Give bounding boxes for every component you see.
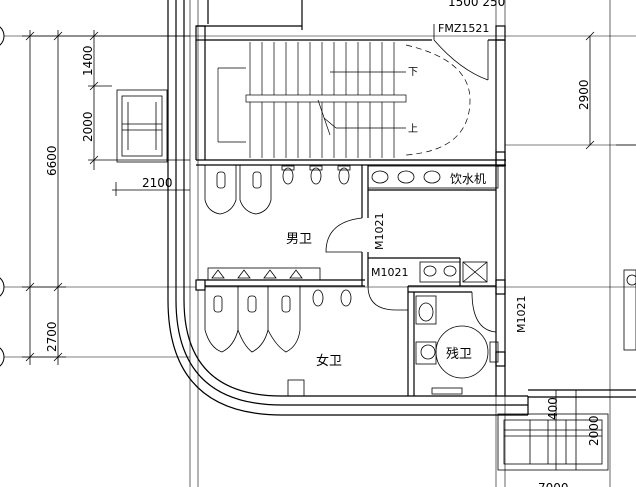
label-stair-up: 上 <box>408 123 418 135</box>
right-edge-details <box>497 31 636 471</box>
accessible-fixtures <box>415 291 499 395</box>
dim-2100: 2100 <box>142 176 173 190</box>
dim-6600: 6600 <box>45 145 59 176</box>
axis-circle-2 <box>0 277 5 297</box>
dim-1400: 1400 <box>81 45 95 76</box>
dim-top-partial: 1500 250 <box>448 0 505 9</box>
label-accessible-room: 残卫 <box>446 347 472 362</box>
door-labels: FMZ1521 M1021 M1021 M1021 <box>371 22 528 333</box>
room-labels: 男卫 女卫 残卫 饮水机 <box>286 172 486 369</box>
grid-axis-markers <box>0 26 5 367</box>
label-m1021-accessible: M1021 <box>515 296 528 334</box>
dim-2900: 2900 <box>577 79 591 110</box>
label-fmz1521: FMZ1521 <box>438 22 489 35</box>
stair-labels: 下 上 <box>408 67 418 135</box>
label-m1021-mens: M1021 <box>373 213 386 251</box>
label-stair-down: 下 <box>408 67 418 78</box>
dim-2000-left: 2000 <box>81 111 95 142</box>
dim-2000-bottom: 2000 <box>587 415 601 446</box>
mens-fixtures <box>204 165 499 283</box>
dim-bottom-partial: 7000 <box>538 481 569 487</box>
building-walls <box>167 0 636 416</box>
dim-400: 400 <box>546 397 560 420</box>
axis-circle-3 <box>0 347 5 367</box>
label-mens-room: 男卫 <box>286 232 312 247</box>
dimension-labels: 1400 2000 6600 2100 2700 2900 400 2000 1… <box>45 0 601 487</box>
fire-door-fmz1521 <box>433 24 489 81</box>
dimension-chain-left <box>22 30 190 365</box>
dim-2700: 2700 <box>45 321 59 352</box>
label-m1021-corridor: M1021 <box>371 266 409 279</box>
left-balcony-box <box>116 89 168 163</box>
staircase <box>217 42 471 158</box>
label-womens-room: 女卫 <box>316 353 342 369</box>
label-water-dispenser: 饮水机 <box>450 172 486 186</box>
womens-fixtures <box>204 267 408 397</box>
axis-circle-1 <box>0 26 5 46</box>
